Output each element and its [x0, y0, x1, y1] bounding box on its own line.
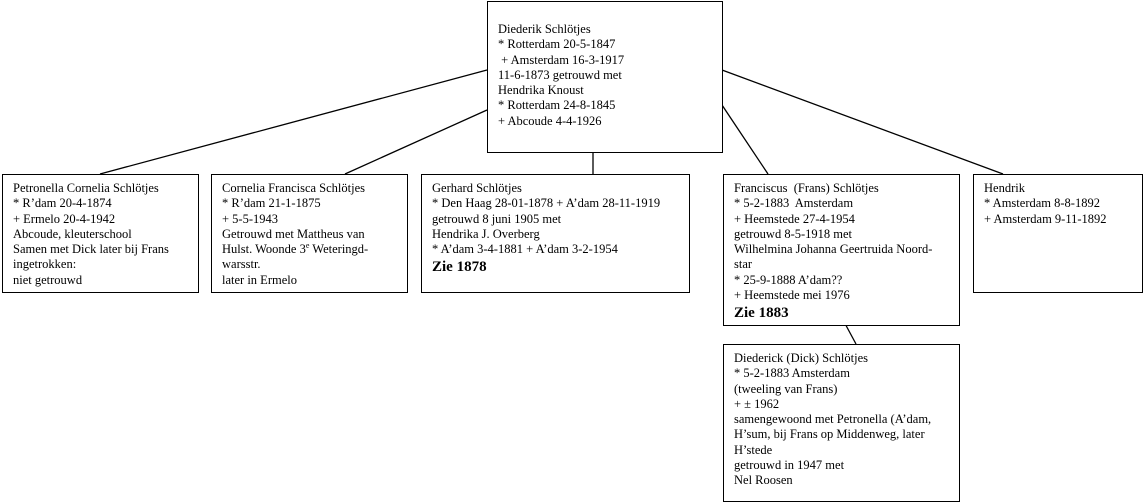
line-root-cornelia: [344, 109, 488, 175]
residence-info: Hulst. Woonde 3e Weteringd-: [222, 242, 397, 257]
birth-info: * R’dam 21-1-1875: [222, 196, 321, 211]
spouse-death-info: + Heemstede mei 1976: [734, 288, 850, 303]
note-line: ingetrokken:: [13, 257, 77, 272]
note-line: Abcoude, kleuterschool: [13, 226, 132, 241]
marriage-info: getrouwd 8 juni 1905 met: [432, 211, 562, 226]
spouse-name: Hendrika J. Overberg: [432, 226, 540, 241]
spouse-name: Nel Roosen: [734, 473, 793, 488]
death-info: + Amsterdam 16-3-1917: [498, 52, 625, 67]
reference-link: Zie 1883: [734, 305, 789, 322]
marriage-info: 11-6-1873 getrouwd met: [498, 67, 622, 82]
birth-info: * 5-2-1883 Amsterdam: [734, 196, 854, 211]
person-box-gerhard: Gerhard Schlötjes * Den Haag 28-01-1878 …: [421, 174, 690, 293]
birth-info: * Rotterdam 20-5-1847: [498, 37, 616, 52]
line-root-hendrik: [721, 69, 1004, 175]
person-name: Diederik Schlötjes: [498, 22, 591, 36]
person-box-diederik: Diederik Schlötjes * Rotterdam 20-5-1847…: [487, 1, 723, 153]
note-line: niet getrouwd: [13, 272, 83, 287]
death-info: + 5-5-1943: [222, 211, 278, 226]
twin-note: (tweeling van Frans): [734, 381, 838, 396]
spouse-death-info: + Abcoude 4-4-1926: [498, 113, 602, 128]
ordinal-superscript: e: [305, 241, 310, 251]
line-root-petronella: [99, 69, 488, 175]
death-info: + ± 1962: [734, 396, 780, 411]
death-info: + Ermelo 20-4-1942: [13, 211, 116, 226]
marriage-info: getrouwd in 1947 met: [734, 458, 845, 473]
later-residence: later in Ermelo: [222, 272, 297, 287]
note-line: Samen met Dick later bij Frans: [13, 242, 169, 257]
line-root-frans: [721, 104, 769, 175]
person-name: Diederick (Dick) Schlötjes: [734, 351, 868, 365]
person-box-petronella: Petronella Cornelia Schlötjes * R’dam 20…: [2, 174, 199, 293]
spouse-birth-info: * Rotterdam 24-8-1845: [498, 98, 616, 113]
reference-link: Zie 1878: [432, 259, 487, 276]
person-name: Cornelia Francisca Schlötjes: [222, 181, 366, 195]
person-box-dick: Diederick (Dick) Schlötjes * 5-2-1883 Am…: [723, 344, 960, 502]
marriage-info: getrouwd 8-5-1918 met: [734, 226, 853, 241]
spouse-name-continued: star: [734, 257, 753, 272]
residence-street: Weteringd-: [309, 242, 369, 257]
cohabitation-info-continued: H’stede: [734, 442, 773, 457]
residence-text: Hulst. Woonde 3: [222, 242, 306, 257]
birth-info: * 5-2-1883 Amsterdam: [734, 366, 850, 381]
person-box-hendrik: Hendrik * Amsterdam 8-8-1892 + Amsterdam…: [973, 174, 1143, 293]
spouse-name: Hendrika Knoust: [498, 83, 584, 98]
residence-continued: warsstr.: [222, 257, 261, 272]
person-name: Petronella Cornelia Schlötjes: [13, 181, 159, 195]
spouse-name: Wilhelmina Johanna Geertruida Noord-: [734, 242, 933, 257]
marriage-info: Getrouwd met Mattheus van: [222, 226, 365, 241]
person-name: Franciscus (Frans) Schlötjes: [734, 181, 879, 195]
person-box-cornelia: Cornelia Francisca Schlötjes * R’dam 21-…: [211, 174, 408, 293]
birth-info: * Amsterdam 8-8-1892: [984, 196, 1100, 211]
birth-info: * R’dam 20-4-1874: [13, 196, 112, 211]
person-name: Hendrik: [984, 181, 1025, 195]
birth-death-info: * Den Haag 28-01-1878 + A’dam 28-11-1919: [432, 196, 661, 211]
person-box-frans: Franciscus (Frans) Schlötjes * 5-2-1883 …: [723, 174, 960, 326]
spouse-birth-death-info: * A’dam 3-4-1881 + A’dam 3-2-1954: [432, 242, 618, 257]
cohabitation-info-continued: H’sum, bij Frans op Middenweg, later: [734, 427, 925, 442]
cohabitation-info: samengewoond met Petronella (A’dam,: [734, 412, 932, 427]
death-info: + Amsterdam 9-11-1892: [984, 211, 1107, 226]
spouse-birth-info: * 25-9-1888 A’dam??: [734, 272, 843, 287]
person-name: Gerhard Schlötjes: [432, 181, 522, 195]
death-info: + Heemstede 27-4-1954: [734, 211, 855, 226]
